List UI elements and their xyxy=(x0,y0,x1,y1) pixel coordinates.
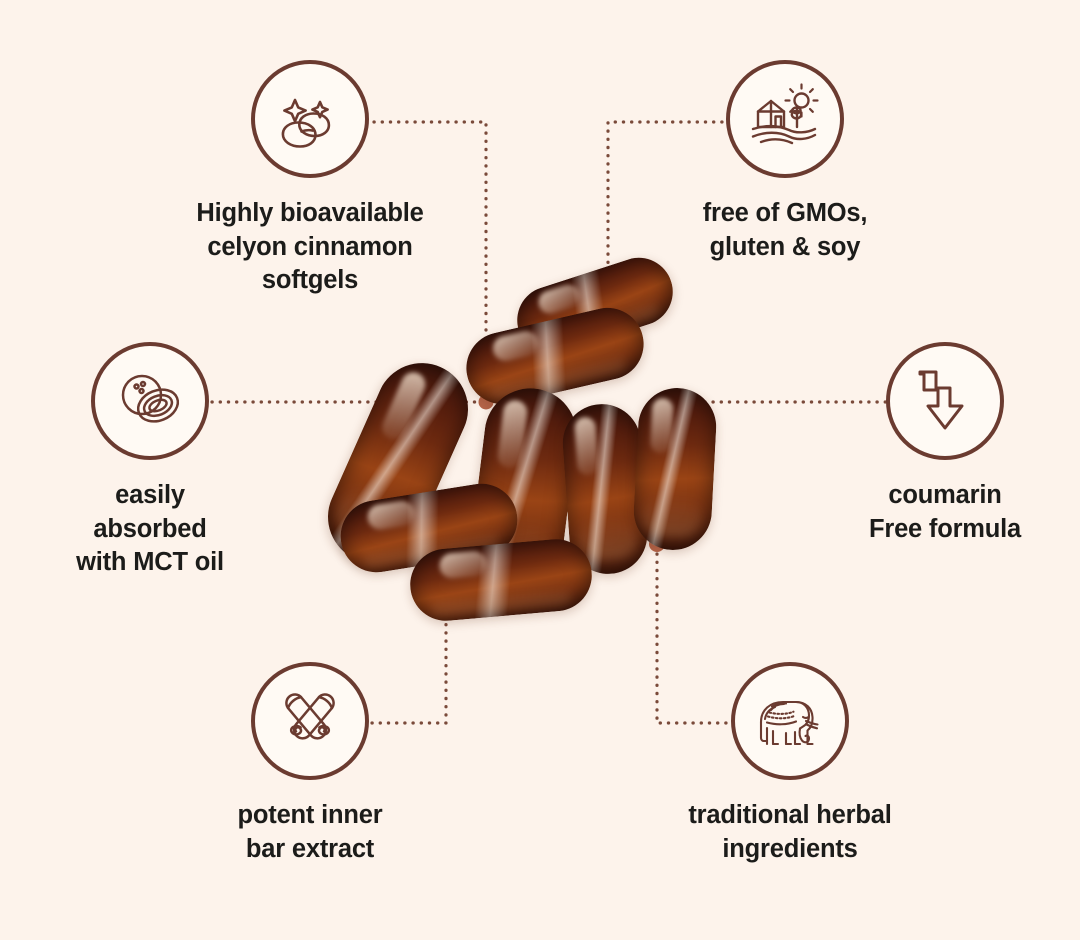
feature-bar[interactable]: potent inner bar extract xyxy=(140,662,480,866)
feature-coumarin[interactable]: coumarin Free formula xyxy=(775,342,1080,546)
feature-label: Highly bioavailable celyon cinnamon soft… xyxy=(196,199,424,295)
feature-bioavailable[interactable]: Highly bioavailable celyon cinnamon soft… xyxy=(140,60,480,298)
downward-zigzag-arrow-icon xyxy=(886,342,1004,460)
feature-mct[interactable]: easily absorbed with MCT oil xyxy=(0,342,320,580)
feature-herbal[interactable]: traditional herbal ingredients xyxy=(620,662,960,866)
connector-herbal xyxy=(655,550,728,725)
feature-gmo[interactable]: free of GMOs, gluten & soy xyxy=(615,60,955,264)
crossed-cinnamon-sticks-icon xyxy=(251,662,369,780)
feature-label: coumarin Free formula xyxy=(868,481,1022,543)
feature-label: traditional herbal ingredients xyxy=(688,801,892,863)
feature-label: potent inner bar extract xyxy=(237,801,383,863)
coconut-halves-icon xyxy=(91,342,209,460)
feature-label: free of GMOs, gluten & soy xyxy=(702,199,868,261)
softgel-capsules-sparkle-icon xyxy=(251,60,369,178)
farm-barn-sun-icon xyxy=(726,60,844,178)
connector-bar xyxy=(370,544,448,725)
feature-label: easily absorbed with MCT oil xyxy=(76,481,224,577)
connector-gmo xyxy=(606,120,724,320)
decorated-elephant-icon xyxy=(731,662,849,780)
